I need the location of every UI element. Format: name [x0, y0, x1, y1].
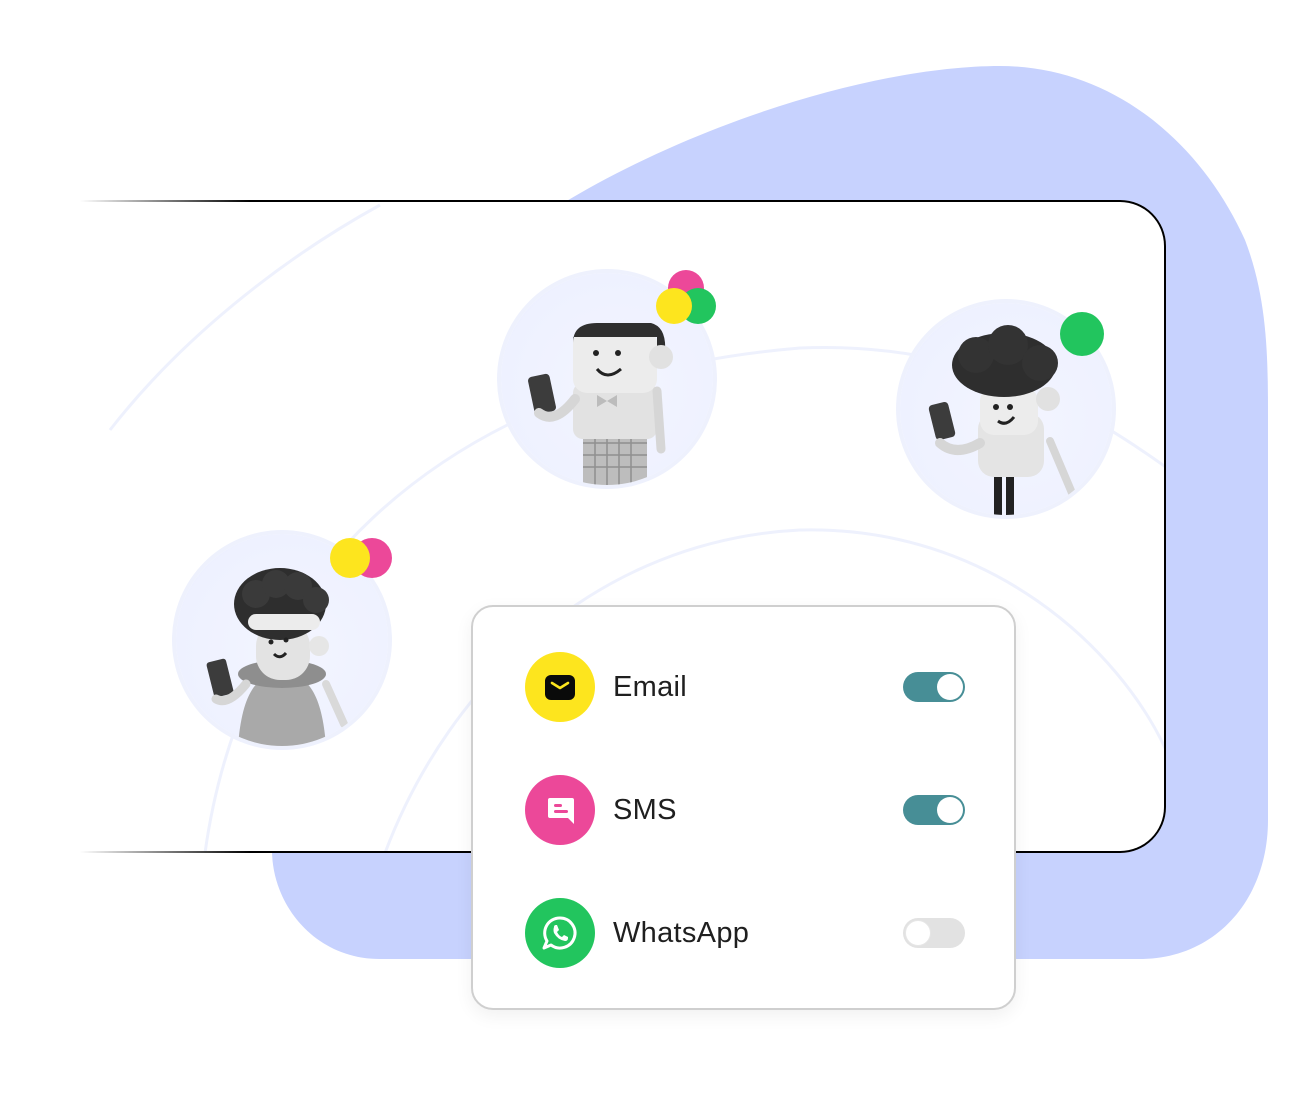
- sms-toggle[interactable]: [903, 795, 965, 825]
- badge-email-dot: [656, 288, 692, 324]
- badge-email-dot: [330, 538, 370, 578]
- channel-label-sms: SMS: [613, 793, 677, 826]
- channel-label-email: Email: [613, 670, 688, 703]
- sms-chat-icon: [525, 775, 595, 845]
- channel-row-sms: SMS: [525, 774, 965, 846]
- whatsapp-toggle[interactable]: [903, 918, 965, 948]
- character-illustration-icon: [928, 325, 1076, 515]
- email-icon: [525, 652, 595, 722]
- character-illustration-icon: [528, 323, 673, 485]
- channel-row-whatsapp: WhatsApp: [525, 897, 965, 969]
- channel-label-whatsapp: WhatsApp: [613, 916, 750, 949]
- email-toggle[interactable]: [903, 672, 965, 702]
- badge-whatsapp-dot: [1060, 312, 1104, 356]
- channel-row-email: Email: [525, 651, 965, 723]
- notification-channels-panel: Email SMS WhatsApp: [471, 605, 1016, 1010]
- toggle-knob: [937, 797, 963, 823]
- whatsapp-icon: [525, 898, 595, 968]
- toggle-knob: [937, 674, 963, 700]
- character-illustration-icon: [206, 568, 348, 746]
- avatar-left: [176, 534, 388, 746]
- toggle-knob: [905, 920, 931, 946]
- avatar-right: [900, 303, 1112, 515]
